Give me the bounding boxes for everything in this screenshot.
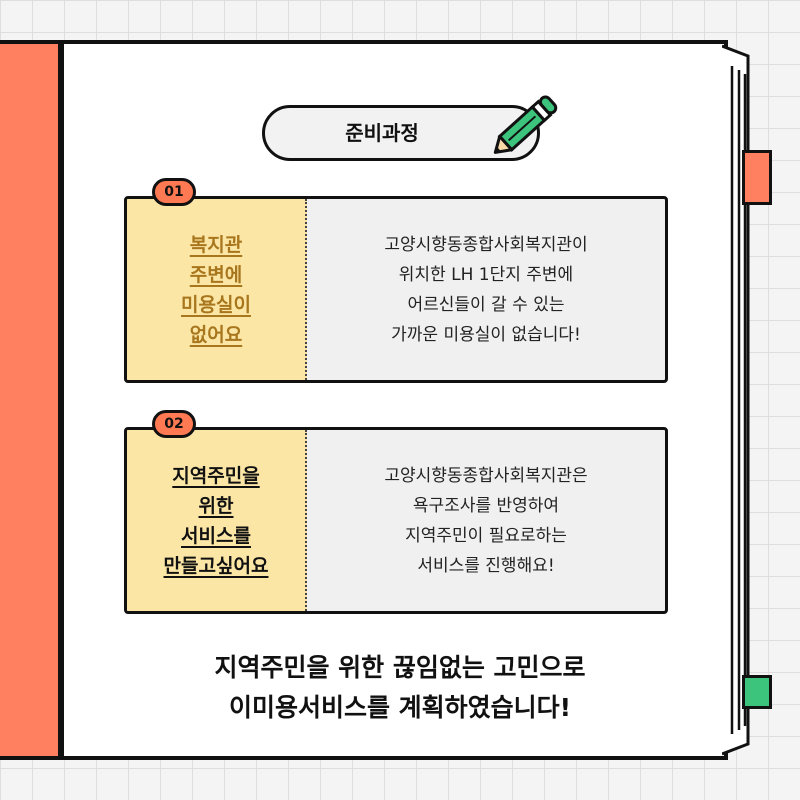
bookmark-tab-green: [742, 675, 772, 709]
card-heading-line: 서비스를: [181, 524, 251, 547]
conclusion-line: 이미용서비스를 계획하였습니다!: [228, 693, 572, 722]
card-body-line: 지역주민이 필요로하는: [405, 525, 567, 546]
reason-card-1: 복지관 주변에 미용실이 없어요 고양시향동종합사회복지관이 위치한 LH 1단…: [124, 196, 668, 383]
card-heading-line: 지역주민을: [172, 464, 260, 487]
page-edges: [722, 44, 750, 756]
card-heading-line: 복지관: [189, 233, 243, 256]
page-title: 준비과정: [345, 121, 419, 145]
card-heading-line: 주변에: [189, 263, 243, 286]
card-heading: 복지관 주변에 미용실이 없어요: [127, 199, 307, 380]
card-heading-line: 없어요: [189, 323, 243, 346]
card-heading-line: 위한: [198, 494, 234, 517]
number-badge: 01: [152, 178, 196, 206]
card-body-line: 고양시향동종합사회복지관은: [384, 465, 588, 486]
card-heading-line: 만들고싶어요: [163, 554, 269, 577]
card-body-line: 어르신들이 갈 수 있는: [407, 294, 565, 315]
conclusion-line: 지역주민을 위한 끊임없는 고민으로: [214, 653, 586, 682]
pencil-icon: [493, 95, 558, 154]
title-pill: [262, 105, 540, 161]
card-body-line: 고양시향동종합사회복지관이: [384, 234, 588, 255]
book-spine: [0, 40, 62, 760]
card-body-line: 서비스를 진행해요!: [417, 555, 555, 576]
card-body-line: 가까운 미용실이 없습니다!: [391, 324, 581, 345]
card-body-line: 위치한 LH 1단지 주변에: [398, 264, 574, 285]
card-body: 고양시향동종합사회복지관은 욕구조사를 반영하여 지역주민이 필요로하는 서비스…: [307, 430, 665, 611]
card-body: 고양시향동종합사회복지관이 위치한 LH 1단지 주변에 어르신들이 갈 수 있…: [307, 199, 665, 380]
number-badge: 02: [152, 410, 196, 438]
card-body-line: 욕구조사를 반영하여: [412, 495, 560, 516]
reason-card-2: 지역주민을 위한 서비스를 만들고싶어요 고양시향동종합사회복지관은 욕구조사를…: [124, 427, 668, 614]
card-heading: 지역주민을 위한 서비스를 만들고싶어요: [127, 430, 307, 611]
bookmark-tab-red: [742, 150, 772, 205]
conclusion-text: 지역주민을 위한 끊임없는 고민으로 이미용서비스를 계획하였습니다!: [100, 648, 700, 728]
card-heading-line: 미용실이: [181, 293, 251, 316]
